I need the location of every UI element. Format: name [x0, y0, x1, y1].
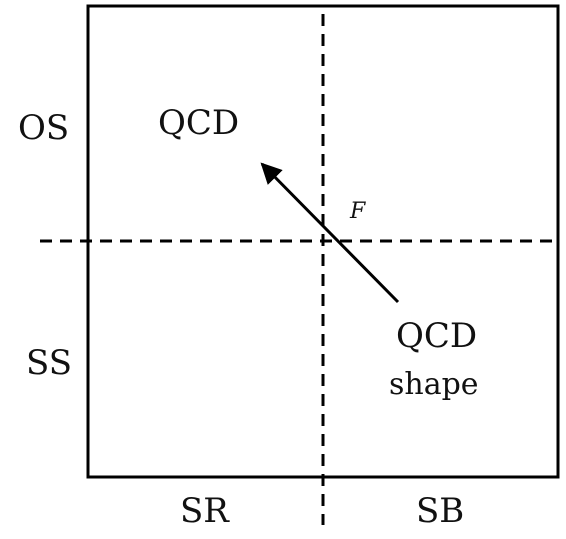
qcd-target-label: QCD: [158, 103, 239, 143]
row-label-ss: SS: [26, 343, 72, 383]
col-label-sb: SB: [416, 491, 464, 531]
transfer-arrow: [260, 162, 400, 304]
qcd-shape-label: shape: [389, 367, 479, 402]
qcd-source-label: QCD: [396, 316, 477, 356]
arrow-factor-label: F: [349, 199, 366, 224]
row-label-os: OS: [18, 108, 69, 148]
col-label-sr: SR: [180, 491, 230, 531]
